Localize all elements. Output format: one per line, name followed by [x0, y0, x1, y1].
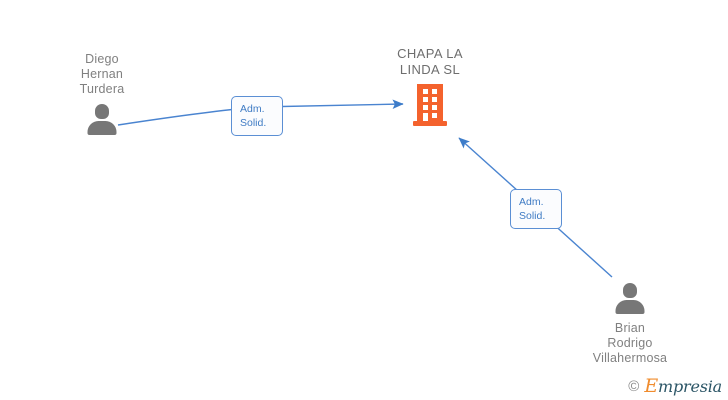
- person-icon-head: [623, 283, 637, 298]
- building-icon-window: [432, 113, 437, 118]
- person-icon-body: [615, 300, 645, 314]
- building-icon-window: [423, 97, 428, 102]
- person-icon-head: [95, 104, 109, 119]
- person-icon-body: [87, 121, 117, 135]
- node-person-diego[interactable]: Diego Hernan Turdera: [32, 52, 172, 135]
- empresia-logo: Empresia: [644, 377, 722, 396]
- node-person-brian[interactable]: Brian Rodrigo Villahermosa: [560, 283, 700, 366]
- node-company-chapa-la-linda-sl[interactable]: CHAPA LA LINDA SL: [360, 46, 500, 126]
- copyright-icon: ©: [628, 378, 640, 395]
- building-icon-base: [413, 121, 447, 126]
- building-icon-door: [423, 113, 428, 122]
- building-icon-window: [432, 89, 437, 94]
- edge-label-adm-solid-diego[interactable]: Adm. Solid.: [231, 96, 283, 136]
- person-icon: [85, 104, 119, 135]
- company-name: CHAPA LA LINDA SL: [397, 46, 463, 77]
- building-icon-window: [432, 97, 437, 102]
- building-icon-window: [432, 105, 437, 110]
- building-icon-window: [423, 89, 428, 94]
- person-icon: [613, 283, 647, 314]
- empresia-logo-initial: E: [644, 375, 658, 397]
- building-icon-body: [417, 84, 443, 121]
- building-icon-window: [423, 105, 428, 110]
- empresia-logo-rest: mpresia: [658, 377, 722, 396]
- edge-label-adm-solid-brian[interactable]: Adm. Solid.: [510, 189, 562, 229]
- person-name-brian: Brian Rodrigo Villahermosa: [592, 321, 668, 365]
- empresia-watermark: © Empresia: [628, 377, 722, 396]
- person-name-diego: Diego Hernan Turdera: [79, 52, 125, 96]
- building-icon: [413, 84, 447, 126]
